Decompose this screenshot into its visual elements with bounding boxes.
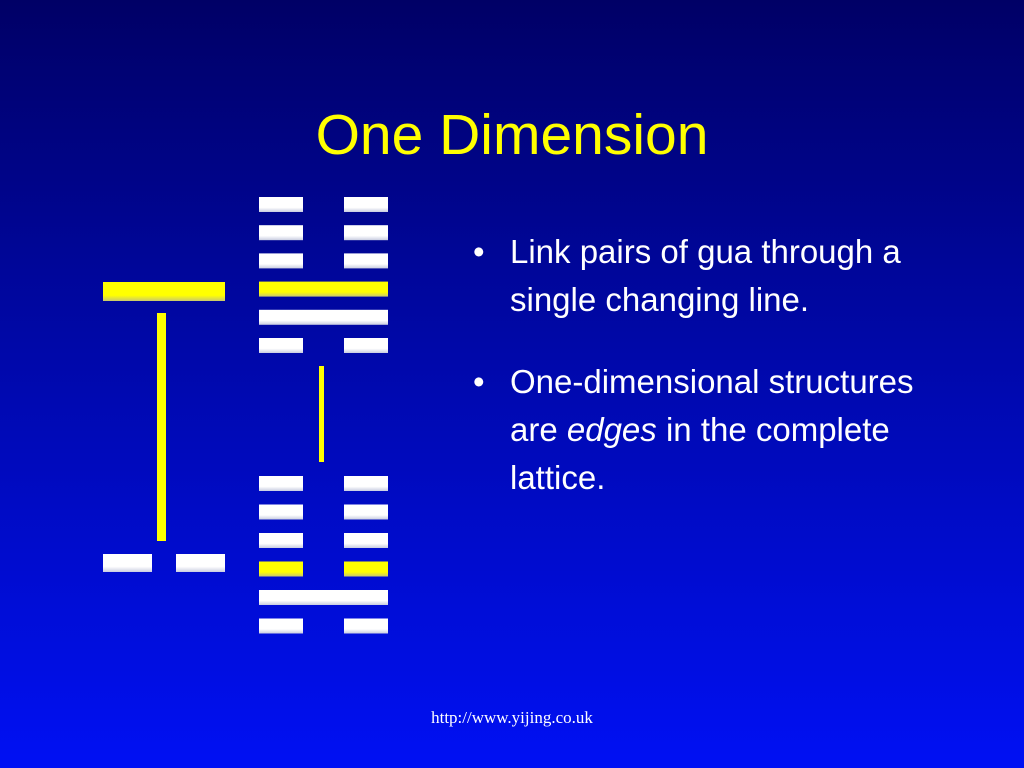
broken-line-left (259, 253, 303, 269)
bullet-list: • Link pairs of gua through a single cha… (470, 228, 970, 536)
broken-line-left (259, 197, 303, 212)
footer-url: http://www.yijing.co.uk (431, 708, 593, 727)
changing-line (103, 282, 225, 301)
bullet-item: • Link pairs of gua through a single cha… (470, 228, 970, 324)
bullet-text: One-dimensional structures are edges in … (510, 363, 914, 496)
broken-line-right (344, 533, 388, 548)
broken-line-right (344, 618, 388, 634)
broken-line-left (259, 533, 303, 548)
slide-title: One Dimension (315, 103, 709, 167)
bullet-dot: • (473, 363, 485, 400)
bullet-dot: • (473, 233, 485, 270)
broken-line-left (259, 618, 303, 634)
broken-line-left (259, 504, 303, 520)
changing-line (259, 281, 388, 297)
link-bar (157, 313, 166, 541)
left-gua-pair (103, 282, 225, 572)
changing-line-left (259, 561, 303, 577)
bullet-text: Link pairs of gua through a single chang… (510, 233, 901, 318)
emphasis-text: edges (566, 411, 657, 448)
broken-line-right (344, 338, 388, 353)
broken-line-right (344, 504, 388, 520)
bullet-item: • One-dimensional structures are edges i… (470, 358, 970, 502)
broken-line-right (344, 253, 388, 269)
text-segment: in the complete lattice. (510, 411, 890, 496)
solid-line (259, 590, 388, 605)
right-hexagram-pair (259, 197, 388, 634)
broken-line-right (344, 476, 388, 491)
link-bar (319, 366, 324, 462)
broken-line-left (103, 554, 152, 572)
broken-line-right (344, 225, 388, 241)
solid-line (259, 309, 388, 325)
broken-line-right (176, 554, 225, 572)
broken-line-right (344, 197, 388, 212)
broken-line-left (259, 338, 303, 353)
text-segment: One-dimensional structures are (510, 363, 914, 448)
changing-line-right (344, 561, 388, 577)
broken-line-left (259, 476, 303, 491)
broken-line-left (259, 225, 303, 241)
text-segment: Link pairs of gua through a single chang… (510, 233, 901, 318)
